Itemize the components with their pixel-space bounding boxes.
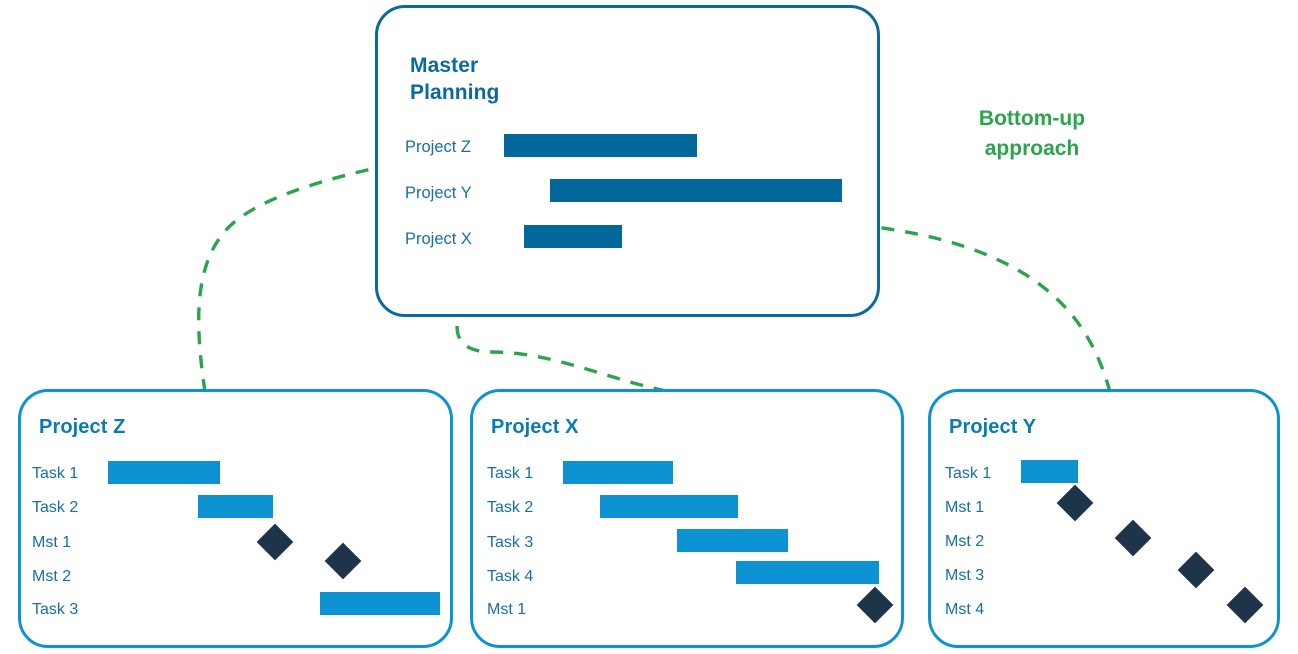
- project-y-milestone-mst-3[interactable]: [1177, 551, 1215, 589]
- project-y-title: Project Y: [949, 416, 1037, 438]
- project-x-row-label-task-2: Task 2: [487, 499, 534, 516]
- project-z-bar-task-2[interactable]: [198, 495, 273, 518]
- master-planning-title: Master Planning: [410, 52, 550, 106]
- master-planning-panel[interactable]: Master Planning: [375, 5, 880, 317]
- project-z-bar-task-3[interactable]: [320, 592, 440, 615]
- project-x-title: Project X: [491, 416, 579, 438]
- master-bar-project-z[interactable]: [504, 134, 697, 157]
- master-title-line1: Master: [410, 54, 479, 77]
- project-y-row-label-mst-2: Mst 2: [945, 533, 985, 550]
- project-x-panel[interactable]: Project X: [470, 389, 904, 648]
- caption-line2: approach: [984, 137, 1080, 160]
- project-x-row-label-task-4: Task 4: [487, 568, 534, 585]
- project-z-row-label-task-1: Task 1: [32, 465, 79, 482]
- master-row-label-project-y: Project Y: [405, 184, 472, 202]
- project-z-row-label-task-2: Task 2: [32, 499, 79, 516]
- project-y-panel[interactable]: Project Y: [928, 389, 1280, 648]
- project-z-row-label-mst-2: Mst 2: [32, 568, 72, 585]
- project-x-row-label-task-3: Task 3: [487, 534, 534, 551]
- project-z-title: Project Z: [39, 416, 126, 438]
- master-bar-project-y[interactable]: [550, 179, 842, 202]
- project-x-bar-task-2[interactable]: [600, 495, 738, 518]
- project-y-row-label-mst-1: Mst 1: [945, 499, 985, 516]
- project-x-bar-task-4[interactable]: [736, 561, 879, 584]
- bottom-up-approach-caption: Bottom-up approach: [922, 104, 1142, 164]
- project-y-milestone-mst-1[interactable]: [1056, 484, 1094, 522]
- project-y-milestone-mst-4[interactable]: [1226, 586, 1264, 624]
- project-z-bar-task-1[interactable]: [108, 461, 220, 484]
- project-y-row-label-task-1: Task 1: [945, 465, 992, 482]
- project-x-bar-task-1[interactable]: [563, 461, 673, 484]
- project-y-milestone-mst-2[interactable]: [1114, 519, 1152, 557]
- project-x-row-label-task-1: Task 1: [487, 465, 534, 482]
- project-y-row-label-mst-4: Mst 4: [945, 601, 985, 618]
- master-title-line2: Planning: [410, 81, 500, 104]
- master-bar-project-x[interactable]: [524, 225, 622, 248]
- master-row-label-project-z: Project Z: [405, 138, 472, 156]
- master-row-label-project-x: Project X: [405, 230, 472, 248]
- project-x-row-label-mst-1: Mst 1: [487, 601, 527, 618]
- project-x-bar-task-3[interactable]: [677, 529, 788, 552]
- project-z-row-label-mst-1: Mst 1: [32, 534, 72, 551]
- project-z-row-label-task-3: Task 3: [32, 601, 79, 618]
- caption-line1: Bottom-up: [978, 107, 1086, 130]
- project-y-row-label-mst-3: Mst 3: [945, 567, 985, 584]
- project-y-bar-task-1[interactable]: [1021, 460, 1078, 483]
